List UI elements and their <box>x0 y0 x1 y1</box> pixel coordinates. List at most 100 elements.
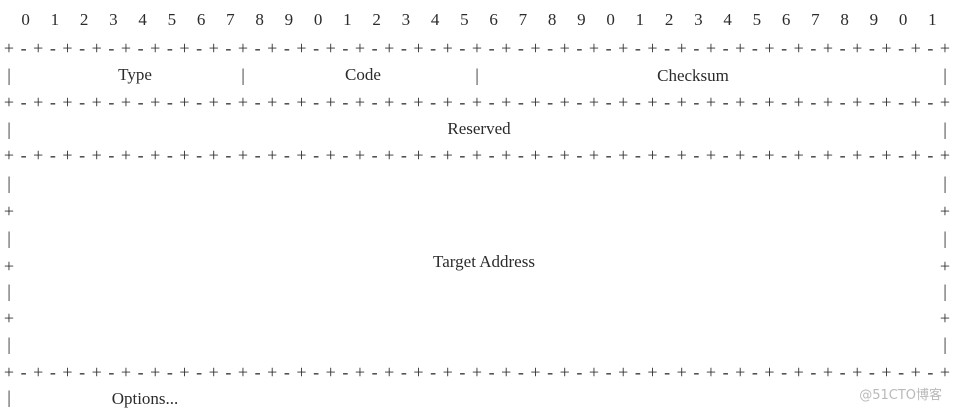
rule-plus: + <box>910 362 921 382</box>
rule-plus: + <box>618 362 629 382</box>
rule-plus: + <box>150 362 161 382</box>
bit-label: 5 <box>752 10 762 29</box>
rule-plus: + <box>91 38 102 58</box>
rule-dash: - <box>693 38 700 58</box>
rule-dash: - <box>693 362 700 382</box>
rule-dash: - <box>722 362 729 382</box>
rule-plus: + <box>647 92 658 112</box>
rule-dash: - <box>722 92 729 112</box>
rule-dash: - <box>664 362 671 382</box>
rule-dash: - <box>225 92 232 112</box>
rule-plus: + <box>530 362 541 382</box>
rule-plus: + <box>33 38 44 58</box>
bit-label: 7 <box>518 10 528 29</box>
rule-plus: + <box>208 145 219 165</box>
rule-plus: + <box>910 92 921 112</box>
rule-plus: + <box>296 145 307 165</box>
field-border-pipe: | <box>241 65 245 85</box>
rule-plus: + <box>179 362 190 382</box>
rule-plus: + <box>150 145 161 165</box>
bit-label: 1 <box>50 10 60 29</box>
rule-plus: + <box>705 38 717 58</box>
rule-dash: - <box>371 38 378 58</box>
rule-dash: - <box>810 145 817 165</box>
rule-plus: + <box>881 362 892 382</box>
rule-plus: + <box>384 92 395 112</box>
rule-dash: - <box>108 145 115 165</box>
rule-plus: + <box>325 145 336 165</box>
rule-plus: + <box>647 38 658 58</box>
field-border-pipe: | <box>7 173 11 193</box>
rule-plus: + <box>647 362 658 382</box>
rule-plus: + <box>588 145 600 165</box>
rule-dash: - <box>196 362 203 382</box>
rule-plus: + <box>62 92 73 112</box>
rule-dash: - <box>79 145 86 165</box>
rule-dash: - <box>108 92 115 112</box>
rule-plus: + <box>501 145 512 165</box>
rule-plus: + <box>588 362 600 382</box>
rule-dash: - <box>898 92 905 112</box>
rule-dash: - <box>927 362 934 382</box>
rule-plus: + <box>267 362 278 382</box>
rule-plus: + <box>471 362 483 382</box>
rule-plus: + <box>705 145 717 165</box>
rule-dash: - <box>225 362 232 382</box>
rule-plus: + <box>764 38 775 58</box>
rule-dash: - <box>781 362 788 382</box>
rule-dash: - <box>547 362 554 382</box>
rule-plus: + <box>33 145 44 165</box>
field-border-pipe: | <box>7 334 11 354</box>
field-border-pipe: | <box>943 228 947 248</box>
bit-label: 2 <box>79 10 89 29</box>
bit-label: 5 <box>167 10 177 29</box>
rule-dash: - <box>283 92 290 112</box>
bit-label: 9 <box>577 10 586 29</box>
rule-plus: + <box>325 362 336 382</box>
rule-plus: + <box>530 92 541 112</box>
rule-plus: + <box>852 362 863 382</box>
field-border-pipe: | <box>7 65 11 85</box>
rule-dash: - <box>664 145 671 165</box>
rule-plus: + <box>676 362 687 382</box>
rule-dash: - <box>781 145 788 165</box>
rule-dash: - <box>196 145 203 165</box>
bit-label: 6 <box>489 10 498 29</box>
rule-dash: - <box>751 145 758 165</box>
rule-plus: + <box>442 362 453 382</box>
rule-dash: - <box>49 92 56 112</box>
rule-dash: - <box>108 362 115 382</box>
rule-plus: + <box>852 38 863 58</box>
bit-label: 0 <box>606 10 615 29</box>
rule-dash: - <box>79 362 86 382</box>
rule-dash: - <box>108 38 115 58</box>
rule-plus: + <box>62 145 73 165</box>
rule-dash: - <box>605 92 612 112</box>
rule-plus: + <box>296 92 307 112</box>
rule-dash: - <box>313 145 320 165</box>
rule-plus: + <box>354 362 366 382</box>
rule-plus: + <box>764 362 775 382</box>
rule-dash: - <box>488 145 495 165</box>
rule-dash: - <box>576 362 583 382</box>
bit-label: 8 <box>840 10 849 29</box>
rule-dash: - <box>664 92 671 112</box>
rule-plus: + <box>33 362 44 382</box>
rule-plus: + <box>91 92 102 112</box>
rule-plus: + <box>501 362 512 382</box>
field-checksum-label: Checksum <box>657 66 729 85</box>
rule-plus: + <box>62 38 73 58</box>
rule-plus: + <box>852 145 863 165</box>
watermark: @51CTO博客 <box>859 388 942 403</box>
field-border-pipe: | <box>943 65 947 85</box>
rule-plus: + <box>735 145 746 165</box>
rule-plus: + <box>237 92 249 112</box>
rule-dash: - <box>634 145 641 165</box>
rule-dash: - <box>342 92 349 112</box>
field-border-pipe: | <box>7 119 11 139</box>
rule-dash: - <box>20 38 27 58</box>
bit-label: 7 <box>226 10 235 29</box>
rule-dash: - <box>868 145 875 165</box>
rule-dash: - <box>196 92 203 112</box>
